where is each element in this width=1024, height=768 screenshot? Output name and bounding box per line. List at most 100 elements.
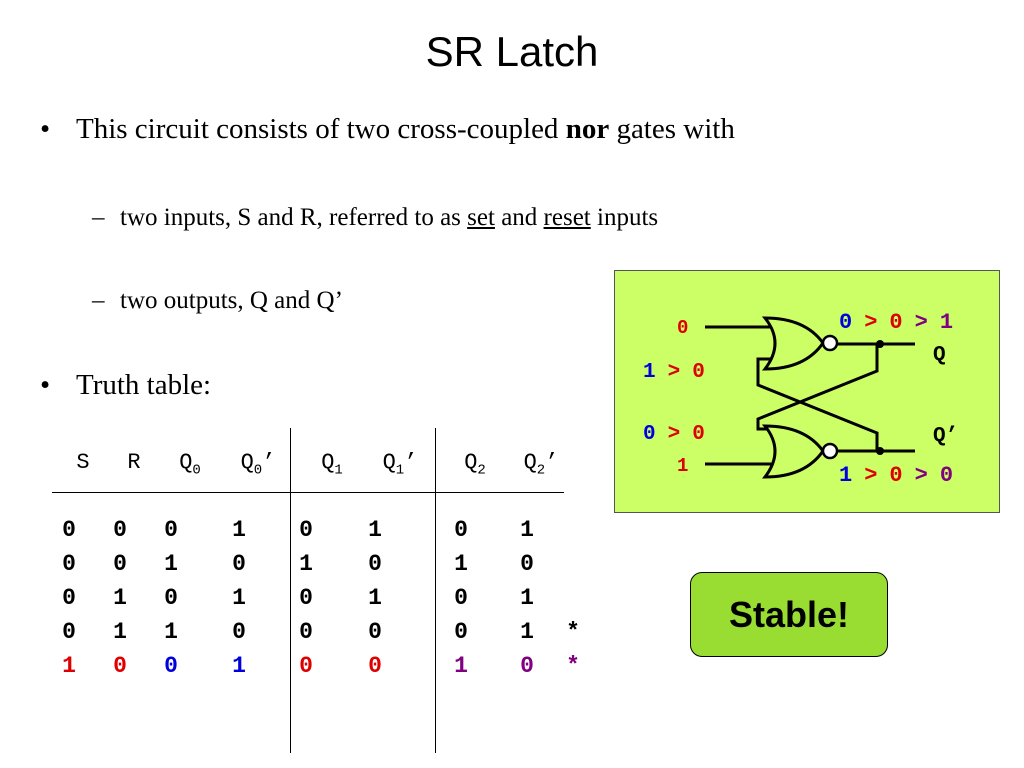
set-word: set (467, 204, 495, 231)
header-q0: Q0 (160, 450, 220, 478)
bullet-circuit-text-pre: This circuit consists of two cross-coupl… (76, 113, 559, 145)
wire-q-feedback (756, 344, 879, 431)
q-value-a: 0 (839, 310, 852, 335)
table-cell: 1 (454, 551, 468, 577)
table-cell: 0 (62, 551, 76, 577)
wire-top-feedback-input (756, 357, 879, 451)
dash-marker-2: – (92, 287, 105, 314)
table-cell: 0 (113, 551, 127, 577)
header-s-main: S (76, 450, 90, 475)
top-input-value: 0 (677, 317, 688, 339)
table-header-row: S R Q0 Q0’ Q1 Q1’ Q2 Q2’ (0, 450, 600, 480)
table-cell: 1 (520, 517, 534, 543)
header-q1-main: Q (321, 450, 335, 475)
qbar-value-c: 0 (940, 463, 953, 488)
r-input-value-b: 0 (692, 361, 705, 384)
table-cell: 0 (454, 619, 468, 645)
circuit-panel: 0 1>0 0>0 1 0>0>1 Q Q’ 1>0>0 (614, 270, 1000, 513)
sub-bullet-inputs-post: inputs (597, 204, 659, 231)
header-q0-bar-suffix: ’ (262, 450, 276, 475)
table-cell: 0 (164, 653, 178, 679)
q-value-b: 0 (889, 310, 902, 335)
table-cell: 0 (113, 653, 127, 679)
qbar-output-label: Q’ (933, 425, 958, 448)
stability-mark: * (566, 653, 580, 679)
s-input-arrow: > (668, 423, 681, 446)
junction-dot-q (876, 340, 884, 348)
table-cell: 1 (454, 653, 468, 679)
header-q0-bar-main: Q (240, 450, 254, 475)
bullet-circuit-text-post: gates with (616, 113, 735, 145)
q-arrow-2: > (915, 310, 928, 335)
header-r: R (104, 450, 164, 475)
sub-bullet-outputs: two outputs, Q and Q’ (120, 287, 343, 314)
s-input-value-a: 0 (643, 423, 656, 446)
header-q1-bar-suffix: ’ (404, 450, 418, 475)
header-q1-sub: 1 (334, 462, 343, 479)
qbar-arrow-2: > (915, 463, 928, 488)
table-cell: 0 (113, 517, 127, 543)
reset-word: reset (543, 204, 591, 231)
table-cell: 1 (368, 517, 382, 543)
stable-badge: Stable! (690, 572, 888, 657)
table-cell: 0 (299, 585, 313, 611)
q-value-c: 1 (940, 310, 953, 335)
stability-mark: * (566, 619, 580, 645)
table-cell: 1 (520, 619, 534, 645)
header-s: S (53, 450, 113, 475)
page-title: SR Latch (425, 28, 599, 75)
r-input-transition: 1>0 (643, 361, 705, 384)
and-word: and (501, 204, 538, 231)
header-q0-main: Q (179, 450, 193, 475)
nor-gate-bottom (761, 424, 839, 479)
table-cell: 0 (454, 517, 468, 543)
header-q1-bar-main: Q (382, 450, 396, 475)
table-cell: 0 (520, 653, 534, 679)
s-input-value-b: 0 (692, 423, 705, 446)
nor-gate-top (761, 316, 839, 371)
junction-dot-qbar (876, 447, 884, 455)
table-cell: 0 (62, 619, 76, 645)
table-cell: 0 (62, 517, 76, 543)
table-cell: 0 (164, 517, 178, 543)
table-cell: 0 (232, 551, 246, 577)
q-output-label: Q (933, 344, 946, 367)
table-cell: 0 (299, 517, 313, 543)
header-q2-bar-suffix: ’ (545, 450, 559, 475)
table-cell: 1 (164, 551, 178, 577)
table-cell: 1 (520, 585, 534, 611)
qbar-arrow-1: > (864, 463, 877, 488)
table-column-divider-2 (435, 428, 436, 753)
table-cell: 0 (164, 585, 178, 611)
dash-marker-1: – (92, 204, 105, 231)
bullet-marker-1: • (40, 113, 51, 145)
header-q0-sub: 0 (192, 462, 201, 479)
header-q1-bar-sub: 1 (395, 462, 405, 479)
header-r-main: R (127, 450, 141, 475)
header-q2-sub: 2 (477, 462, 486, 479)
bullet-circuit-description: This circuit consists of two cross-coupl… (76, 113, 735, 146)
qbar-value-transition: 1 >0 >0 (839, 463, 953, 488)
table-cell: 0 (232, 619, 246, 645)
table-cell: 1 (113, 585, 127, 611)
table-cell: 1 (113, 619, 127, 645)
header-q2: Q2 (445, 450, 505, 478)
bullet-truth-table: Truth table: (76, 369, 212, 401)
table-cell: 0 (454, 585, 468, 611)
qbar-value-a: 1 (839, 463, 852, 488)
sub-bullet-inputs-pre: two inputs, S and R, referred to as (120, 204, 461, 231)
header-q2-main: Q (464, 450, 478, 475)
table-cell: 0 (520, 551, 534, 577)
bullet-marker-2: • (40, 369, 51, 401)
qbar-value-b: 0 (889, 463, 902, 488)
table-cell: 0 (368, 653, 382, 679)
bottom-input-value: 1 (677, 455, 688, 477)
sub-bullet-inputs: two inputs, S and R, referred to as set … (120, 204, 658, 232)
bullet-circuit-text-bold: nor (565, 113, 610, 145)
header-q2-bar-sub: 2 (536, 462, 546, 479)
table-column-divider-1 (290, 428, 291, 753)
